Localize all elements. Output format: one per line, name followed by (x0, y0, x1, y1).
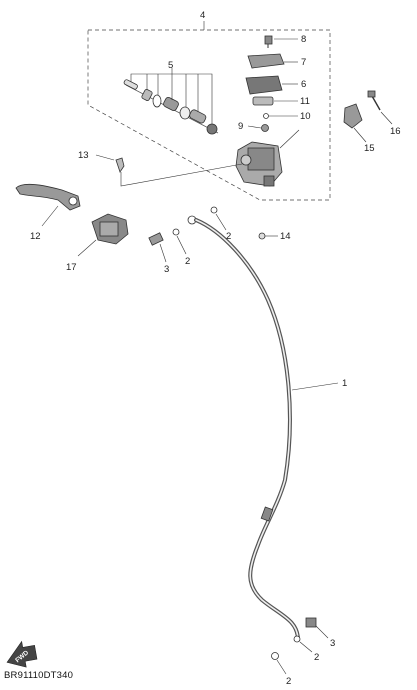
washer-upper-left (172, 228, 180, 236)
bolt-part-16 (367, 90, 393, 125)
diaphragm-part-6 (245, 75, 298, 95)
callout-2: 2 (226, 231, 231, 242)
screw-part-8 (264, 35, 298, 48)
callout-3: 3 (164, 264, 169, 275)
washer-upper-right (210, 206, 218, 214)
washer-lower-2 (271, 652, 279, 660)
diaphragm-part-11 (252, 96, 298, 106)
callout-2: 2 (286, 676, 291, 687)
callout-2: 2 (314, 652, 319, 663)
clutch-hose-part-1 (187, 215, 339, 642)
reservoir-cap-part-7 (247, 53, 298, 69)
callout-7: 7 (301, 57, 306, 68)
part-14 (258, 232, 266, 240)
bolt-part-9 (247, 124, 269, 132)
piston-kit-parts (123, 68, 219, 135)
callout-4: 4 (200, 10, 205, 21)
union-bolt-lower (305, 617, 329, 639)
union-bolt-upper (148, 232, 167, 263)
fwd-arrow-icon: FWD (6, 640, 38, 668)
callout-14: 14 (280, 231, 291, 242)
callout-11: 11 (300, 96, 310, 107)
callout-5: 5 (168, 60, 173, 71)
ring-part-10 (263, 113, 298, 119)
holder-part-15 (343, 103, 367, 143)
callout-9: 9 (238, 121, 243, 132)
master-cylinder-body (235, 129, 300, 187)
switch-part-17 (77, 213, 129, 257)
drawing-code: BR91110DT340 (4, 670, 74, 681)
callout-16: 16 (390, 126, 401, 137)
callout-8: 8 (301, 34, 306, 45)
callout-6: 6 (301, 79, 306, 90)
callout-10: 10 (300, 111, 311, 122)
callout-17: 17 (66, 262, 77, 273)
assembly-4-dashed-outline (87, 29, 331, 201)
bolt-part-13 (95, 154, 243, 187)
callout-15: 15 (364, 143, 375, 154)
callout-1: 1 (342, 378, 347, 389)
clutch-lever-part-12 (15, 184, 81, 227)
washer-lower-1 (293, 635, 301, 643)
callout-3: 3 (330, 638, 335, 649)
callout-12: 12 (30, 231, 41, 242)
callout-13: 13 (78, 150, 89, 161)
callout-2: 2 (185, 256, 190, 267)
